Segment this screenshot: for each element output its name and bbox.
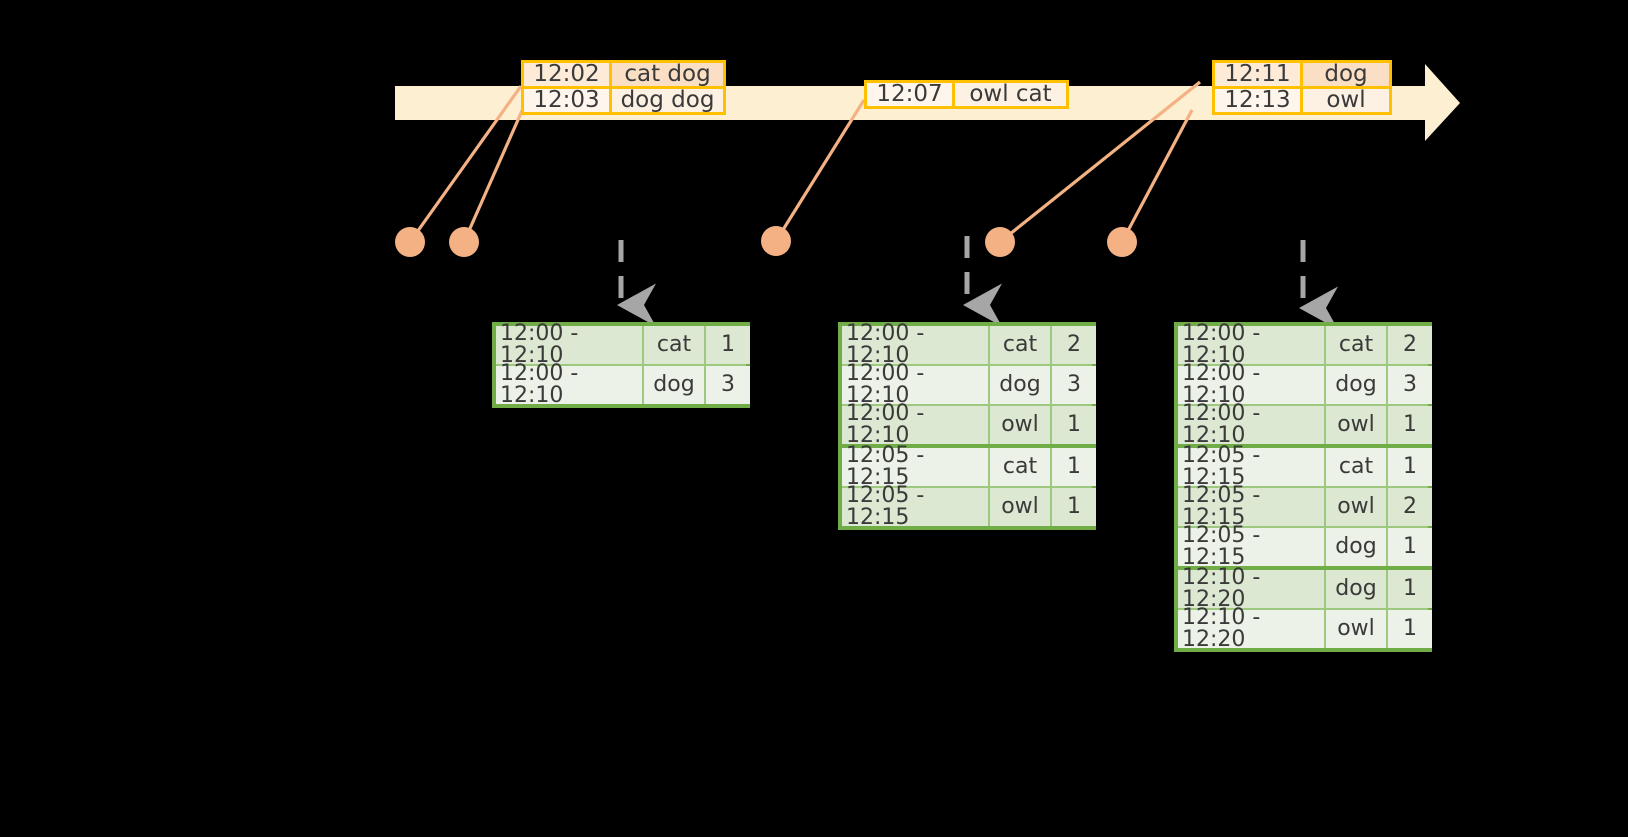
cell-window: 12:05 - 12:15 [1178, 525, 1326, 569]
dot-4 [985, 227, 1015, 257]
event-time: 12:11 [1215, 63, 1303, 86]
event-row[interactable]: 12:02 cat dog [524, 63, 723, 86]
cell-count: 1 [1388, 448, 1432, 486]
cell-word: cat [1326, 448, 1388, 486]
connector-dots [395, 226, 1137, 257]
cell-count: 3 [1388, 366, 1432, 404]
cell-window: 12:00 - 12:10 [496, 323, 644, 367]
dot-5 [1107, 227, 1137, 257]
cell-word: dog [990, 366, 1052, 404]
flow-arrows [616, 236, 1338, 330]
cell-count: 1 [706, 326, 750, 364]
cell-window: 12:05 - 12:15 [1178, 485, 1326, 529]
event-row[interactable]: 12:03 dog dog [524, 86, 723, 112]
cell-word: owl [990, 406, 1052, 444]
connector-line-2 [462, 103, 527, 243]
dot-2 [449, 227, 479, 257]
cell-window: 12:10 - 12:20 [1178, 567, 1326, 611]
event-group-3[interactable]: 12:11 dog 12:13 owl [1212, 60, 1392, 115]
cell-window: 12:10 - 12:20 [1178, 607, 1326, 651]
cell-window: 12:05 - 12:15 [842, 445, 990, 489]
cell-word: owl [990, 488, 1052, 526]
cell-window: 12:00 - 12:10 [1178, 323, 1326, 367]
dot-3 [761, 226, 791, 256]
event-time: 12:02 [524, 63, 612, 86]
event-words: owl [1303, 89, 1389, 112]
connector-line-1 [408, 85, 523, 243]
cell-word: cat [990, 326, 1052, 364]
cell-word: owl [1326, 488, 1388, 526]
cell-count: 1 [1388, 610, 1432, 648]
cell-window: 12:00 - 12:10 [1178, 363, 1326, 407]
cell-word: dog [1326, 528, 1388, 566]
event-time: 12:03 [524, 89, 612, 112]
event-time: 12:13 [1215, 89, 1303, 112]
cell-count: 1 [1052, 488, 1096, 526]
cell-count: 1 [1052, 406, 1096, 444]
event-row[interactable]: 12:11 dog [1215, 63, 1389, 86]
event-row[interactable]: 12:13 owl [1215, 86, 1389, 112]
cell-word: owl [1326, 406, 1388, 444]
event-group-2[interactable]: 12:07 owl cat [864, 80, 1069, 109]
cell-count: 2 [1388, 326, 1432, 364]
cell-word: dog [644, 366, 706, 404]
cell-window: 12:05 - 12:15 [1178, 445, 1326, 489]
cell-count: 2 [1388, 488, 1432, 526]
cell-word: cat [644, 326, 706, 364]
cell-count: 1 [1388, 570, 1432, 608]
cell-count: 2 [1052, 326, 1096, 364]
cell-word: dog [1326, 366, 1388, 404]
event-group-1[interactable]: 12:02 cat dog 12:03 dog dog [521, 60, 726, 115]
cell-count: 3 [706, 366, 750, 404]
event-words: cat dog [612, 63, 723, 86]
event-words: dog [1303, 63, 1389, 86]
cell-count: 1 [1388, 528, 1432, 566]
connector-line-3 [774, 99, 866, 242]
cell-word: cat [1326, 326, 1388, 364]
cell-window: 12:00 - 12:10 [842, 363, 990, 407]
cell-word: owl [1326, 610, 1388, 648]
cell-window: 12:00 - 12:10 [496, 363, 644, 407]
cell-window: 12:00 - 12:10 [842, 403, 990, 447]
event-words: owl cat [955, 83, 1066, 106]
dot-1 [395, 227, 425, 257]
cell-count: 1 [1052, 448, 1096, 486]
event-row[interactable]: 12:07 owl cat [867, 83, 1066, 106]
cell-count: 1 [1388, 406, 1432, 444]
event-time: 12:07 [867, 83, 955, 106]
cell-word: dog [1326, 570, 1388, 608]
event-words: dog dog [612, 89, 723, 112]
connector-line-5 [1120, 109, 1194, 243]
cell-count: 3 [1052, 366, 1096, 404]
cell-window: 12:00 - 12:10 [1178, 403, 1326, 447]
cell-word: cat [990, 448, 1052, 486]
cell-window: 12:00 - 12:10 [842, 323, 990, 367]
cell-window: 12:05 - 12:15 [842, 485, 990, 529]
